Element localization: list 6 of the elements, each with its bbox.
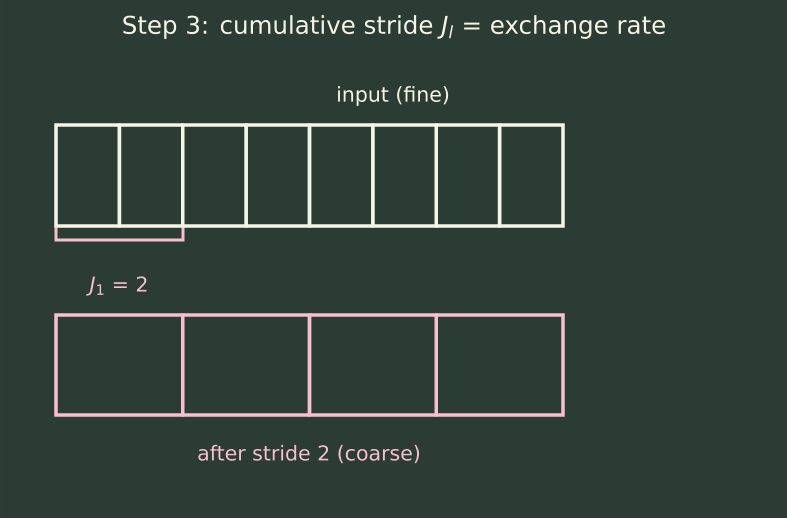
grid-cell bbox=[498, 123, 565, 228]
row-label: input (fine) bbox=[338, 86, 448, 106]
title: Step 3: cumulative stride J$_{l}$ = exchange rate bbox=[123, 15, 665, 39]
formula-label: J$_{1}$ = 2 bbox=[86, 276, 146, 296]
grid-cell bbox=[434, 313, 565, 417]
row-label: after stride 2 (coarse) bbox=[198, 444, 420, 464]
